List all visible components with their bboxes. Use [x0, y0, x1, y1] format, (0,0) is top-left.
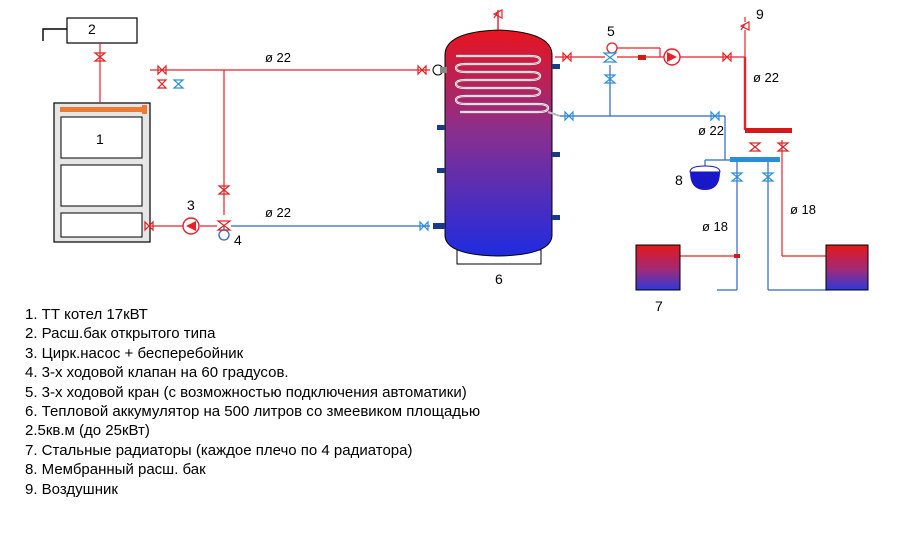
- open-expansion-tank: 2: [42, 17, 138, 44]
- legend-item: 2. Расш.бак открытого типа: [25, 325, 216, 343]
- radiator-left: [635, 244, 681, 291]
- label-7: 7: [655, 298, 663, 314]
- pipe-label-return: ø 22: [698, 123, 724, 138]
- pipe-label-top: ø 22: [265, 50, 291, 65]
- pipe-label-rad-right: ø 18: [790, 202, 816, 217]
- hot-pipes: [99, 30, 826, 257]
- label-3: 3: [187, 197, 195, 213]
- radiator-right: [825, 244, 869, 291]
- legend: 1. ТТ котел 17кВТ 2. Расш.бак открытого …: [25, 305, 480, 499]
- pump-circuit-icon: [663, 48, 681, 66]
- return-manifold: [730, 157, 780, 162]
- supply-manifold: [745, 128, 792, 133]
- pump-icon: 3: [182, 197, 200, 235]
- air-vent-icon: 9: [739, 6, 764, 31]
- label-6: 6: [495, 271, 503, 287]
- label-5: 5: [607, 23, 615, 39]
- mixing-valve: 5: [602, 23, 618, 63]
- legend-item: 1. ТТ котел 17кВТ: [25, 306, 148, 323]
- label-9: 9: [756, 6, 764, 22]
- hot-valves: [93, 51, 790, 232]
- three-way-valve: 4: [216, 220, 242, 248]
- legend-item: 3. Цирк.насос + бесперебойник: [25, 344, 244, 362]
- cold-valves: [172, 74, 775, 232]
- legend-item: 4. 3-х ходовой клапан на 60 градусов.: [25, 364, 289, 382]
- label-4: 4: [234, 232, 242, 248]
- label-8: 8: [675, 172, 683, 188]
- cold-pipes: [223, 65, 828, 291]
- legend-item: 9. Воздушник: [25, 480, 118, 498]
- legend-item: 7. Стальные радиаторы (каждое плечо по 4…: [25, 441, 413, 459]
- legend-item: 6. Тепловой аккумулятор на 500 литров со…: [25, 403, 481, 421]
- legend-item: 2.5кв.м (до 25кВт): [25, 422, 150, 440]
- legend-item: 5. 3-х ходовой кран (с возможностью подк…: [25, 383, 467, 401]
- pipe-label-bottom: ø 22: [265, 205, 291, 220]
- label-1: 1: [96, 131, 104, 147]
- accumulator-tank: 6: [432, 9, 561, 287]
- legend-item: 8. Мембранный расш. бак: [25, 461, 206, 479]
- label-2: 2: [88, 21, 96, 37]
- boiler: 1: [53, 102, 151, 243]
- pipe-joints: [638, 55, 740, 258]
- pipe-label-rad-left: ø 18: [702, 219, 728, 234]
- pipe-label-riser: ø 22: [753, 70, 779, 85]
- membrane-tank: 8: [675, 165, 721, 190]
